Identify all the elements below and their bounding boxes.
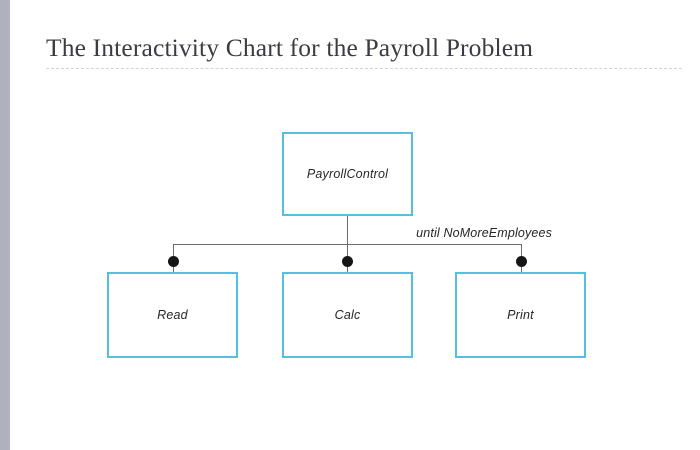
node-label-print: Print bbox=[507, 308, 534, 322]
left-accent-bar bbox=[0, 0, 10, 450]
node-label-read: Read bbox=[157, 308, 188, 322]
node-payroll-control[interactable]: PayrollControl bbox=[282, 132, 413, 216]
iteration-dot-print bbox=[516, 256, 527, 267]
node-label-payroll-control: PayrollControl bbox=[306, 167, 389, 181]
node-print[interactable]: Print bbox=[455, 272, 586, 358]
title-block: The Interactivity Chart for the Payroll … bbox=[46, 30, 682, 69]
iteration-dot-calc bbox=[342, 256, 353, 267]
title-underline-rule bbox=[46, 68, 682, 69]
iteration-dot-read bbox=[168, 256, 179, 267]
node-label-calc: Calc bbox=[334, 308, 361, 322]
connector-trunk-vertical bbox=[347, 216, 348, 245]
node-calc[interactable]: Calc bbox=[282, 272, 413, 358]
page-title: The Interactivity Chart for the Payroll … bbox=[46, 33, 534, 62]
node-read[interactable]: Read bbox=[107, 272, 238, 358]
loop-condition-label: until NoMoreEmployees bbox=[416, 226, 552, 240]
